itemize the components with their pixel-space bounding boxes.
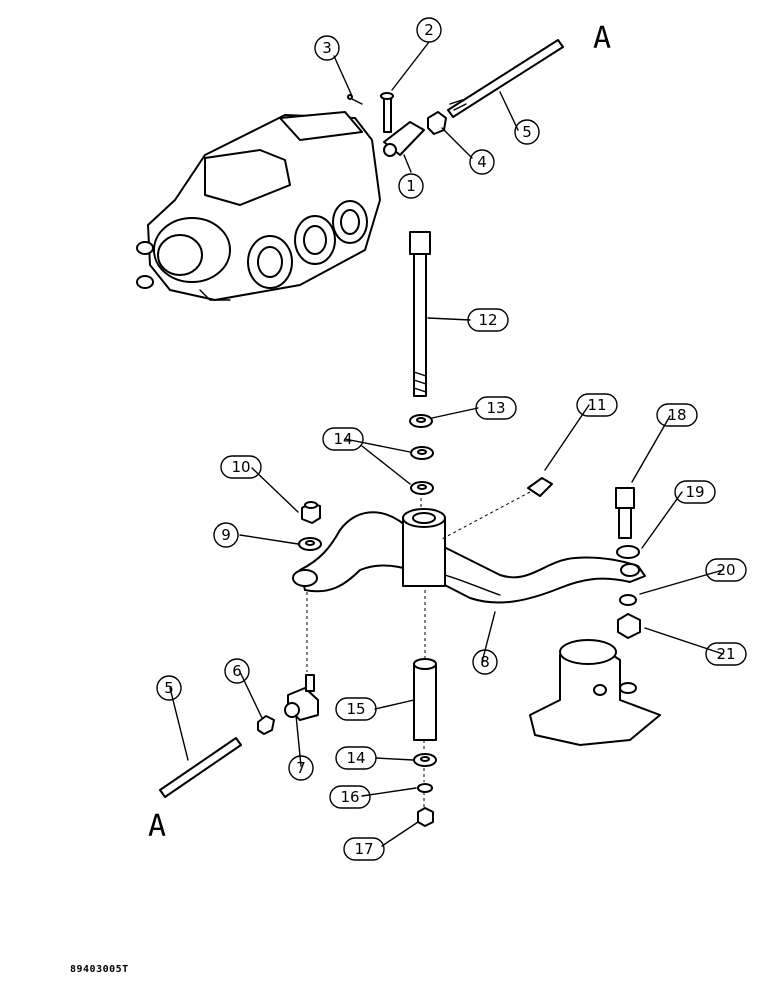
clevis-pin (380, 92, 394, 133)
callout-6: 6 (224, 658, 250, 684)
callout-4: 4 (469, 149, 495, 175)
svg-text:2: 2 (424, 21, 434, 39)
ball-joint (284, 674, 319, 721)
svg-text:8: 8 (480, 653, 490, 671)
control-rod-upper (447, 39, 564, 118)
svg-text:15: 15 (346, 700, 365, 718)
washer-14-upper-a (410, 446, 434, 460)
svg-text:14: 14 (333, 430, 352, 448)
svg-text:20: 20 (716, 561, 735, 579)
svg-text:5: 5 (164, 679, 174, 697)
callout-17: 17 (343, 837, 385, 861)
svg-text:9: 9 (221, 526, 231, 544)
svg-text:13: 13 (486, 399, 505, 417)
svg-text:10: 10 (231, 458, 250, 476)
svg-text:21: 21 (716, 645, 735, 663)
svg-text:7: 7 (296, 759, 306, 777)
callout-2: 2 (416, 17, 442, 43)
figure-code: 89403005T (70, 964, 129, 975)
leader-lines (169, 41, 724, 847)
bolt-12 (409, 231, 431, 397)
callout-21: 21 (705, 642, 747, 666)
cap-screw-18 (615, 487, 635, 539)
callout-7: 7 (288, 755, 314, 781)
support-casting (529, 639, 661, 746)
nut-17 (417, 807, 434, 827)
grease-fitting (439, 477, 553, 541)
callout-15: 15 (335, 697, 377, 721)
clevis (383, 121, 425, 157)
control-rod-lower (159, 737, 242, 798)
washer-13 (409, 414, 433, 428)
reference-mark-bottom: A (148, 809, 166, 844)
control-valve (136, 111, 381, 301)
nut-6 (257, 715, 275, 735)
callout-19: 19 (674, 480, 716, 504)
callout-8: 8 (472, 649, 498, 675)
callout-11: 11 (576, 393, 618, 417)
nut-21 (617, 613, 641, 639)
washer-14-lower (413, 753, 437, 767)
callout-18: 18 (656, 403, 698, 427)
lock-washer-20 (619, 594, 637, 606)
svg-text:3: 3 (322, 39, 332, 57)
callout-1: 1 (398, 173, 424, 199)
svg-text:14: 14 (346, 749, 365, 767)
callout-12: 12 (467, 308, 509, 332)
callout-14-lower: 14 (335, 746, 377, 770)
jam-nut-4 (427, 111, 447, 135)
callout-13: 13 (475, 396, 517, 420)
spacer-tube (413, 658, 437, 741)
svg-text:5: 5 (522, 123, 532, 141)
svg-text:17: 17 (354, 840, 373, 858)
callout-20: 20 (705, 558, 747, 582)
svg-text:6: 6 (232, 662, 242, 680)
washer-19 (616, 545, 640, 559)
svg-text:18: 18 (667, 406, 686, 424)
lock-washer-16 (417, 783, 433, 793)
callout-9: 9 (213, 522, 239, 548)
reference-mark-top: A (593, 21, 611, 56)
cotter-pin (347, 94, 363, 105)
washer-9 (298, 537, 322, 551)
callout-5-top: 5 (514, 119, 540, 145)
svg-text:12: 12 (478, 311, 497, 329)
washer-14-upper-b (410, 481, 434, 495)
callout-16: 16 (329, 785, 371, 809)
callout-5-bottom: 5 (156, 675, 182, 701)
svg-text:16: 16 (340, 788, 359, 806)
callout-3: 3 (314, 35, 340, 61)
svg-text:11: 11 (587, 396, 606, 414)
svg-text:4: 4 (477, 153, 487, 171)
svg-text:1: 1 (406, 177, 416, 195)
nut-10 (301, 501, 321, 524)
callout-14-upper: 14 (322, 427, 364, 451)
callout-10: 10 (220, 455, 262, 479)
svg-text:19: 19 (685, 483, 704, 501)
lever-arm (292, 508, 646, 604)
